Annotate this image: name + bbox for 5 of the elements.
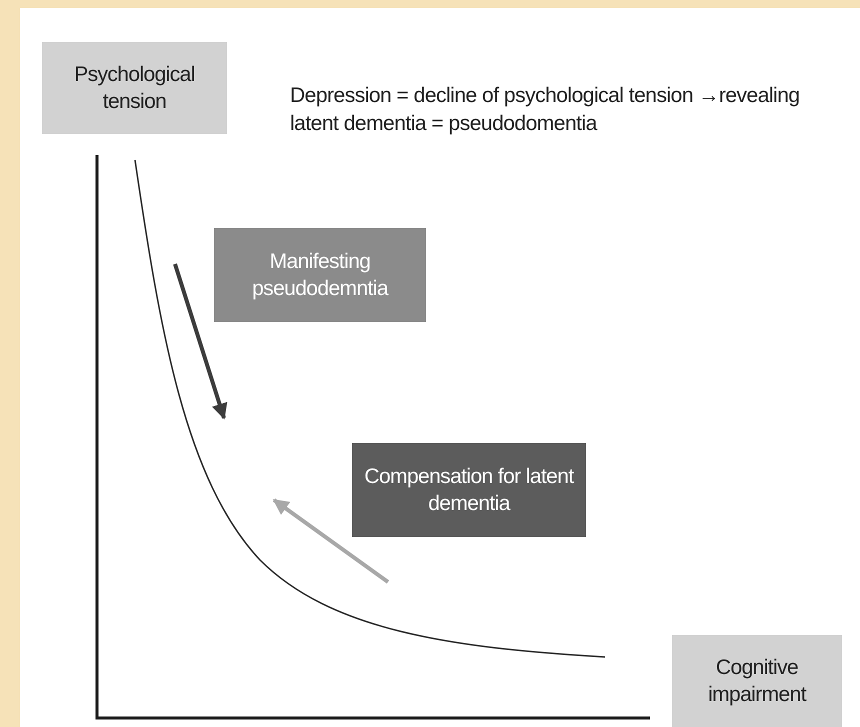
- note-text: Depression = decline of psychological tension →revealing latent dementia = pseudodomentia: [290, 83, 801, 138]
- label-box: Cognitive impairment: [672, 635, 842, 727]
- label-box: Compensation for latent dementia: [352, 443, 586, 537]
- label-box: Manifesting pseudodemntia: [214, 228, 426, 322]
- label-box: Psychological tension: [42, 42, 227, 134]
